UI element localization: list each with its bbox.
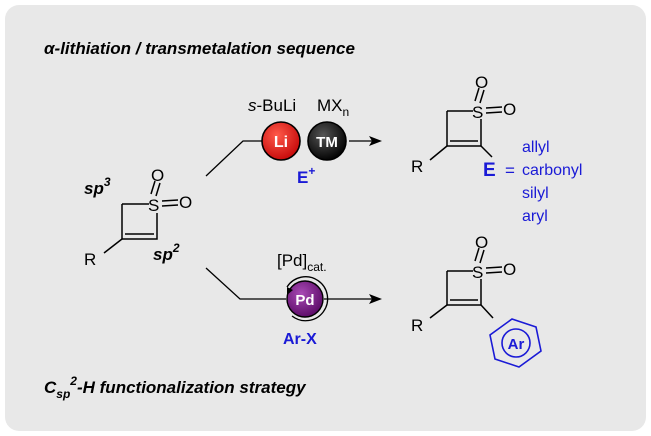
start-o-atom-right: O — [179, 193, 192, 212]
product-bottom: S O O R Ar — [411, 233, 542, 368]
pbot-o-atom-top: O — [475, 233, 488, 252]
sp3-sup: 3 — [104, 175, 111, 189]
sbuli-label: s-BuLi — [248, 96, 296, 115]
heading-bottom-c: C — [44, 378, 57, 397]
heading-top-text: -lithiation / transmetalation sequence — [55, 39, 355, 58]
top-branch-line — [205, 140, 262, 177]
start-s-atom: S — [148, 196, 159, 215]
ptop-so-bonds — [474, 87, 503, 114]
product-top: S O O R E = allyl carbonyl silyl aryl — [411, 73, 582, 225]
bottom-pathway: [Pd]cat. Pd Ar-X — [205, 251, 382, 348]
ptop-o-atom-top: O — [475, 73, 488, 92]
sp2-main: sp — [153, 245, 173, 264]
ptop-e-label: E — [483, 160, 496, 181]
ptop-ring — [446, 111, 482, 147]
ptop-equals: = — [505, 161, 515, 180]
catalyst-label: [Pd]cat. — [277, 251, 327, 274]
heading-bottom-sup: 2 — [69, 374, 77, 388]
catalyst-sub: cat. — [307, 260, 326, 274]
option-silyl: silyl — [522, 185, 549, 202]
aryl-ring: Ar — [489, 318, 542, 368]
ptop-s-atom: S — [472, 103, 483, 122]
alpha-symbol: α — [44, 39, 56, 58]
pbot-o-atom-right: O — [503, 260, 516, 279]
sbuli-italic: s — [248, 96, 257, 115]
aryl-label: Ar — [508, 336, 525, 353]
option-allyl: allyl — [522, 139, 550, 156]
heading-bottom-text: -H functionalization strategy — [77, 378, 307, 397]
pbot-r-bond — [429, 304, 448, 319]
cycle-arrow-head — [287, 287, 293, 295]
mxn-main: MX — [317, 96, 343, 115]
mxn-sub: n — [343, 105, 350, 119]
tm-badge: TM — [307, 121, 347, 161]
bottom-arrow-head — [369, 294, 382, 304]
top-arrow-head — [369, 136, 382, 146]
li-text: Li — [274, 134, 288, 151]
catalytic-cycle-arc — [286, 276, 329, 322]
bottom-branch-line — [205, 267, 286, 300]
pd-text: Pd — [295, 292, 314, 309]
pd-badge: Pd — [286, 276, 329, 322]
heading-top: α-lithiation / transmetalation sequence — [44, 39, 355, 58]
catalyst-main: [Pd] — [277, 251, 307, 270]
mxn-label: MXn — [317, 96, 349, 119]
start-r-group: R — [84, 250, 96, 269]
option-carbonyl: carbonyl — [522, 162, 582, 179]
electrophile-sup: + — [308, 164, 315, 178]
heading-bottom: Csp2-H functionalization strategy — [44, 374, 307, 401]
start-ring-bonds — [121, 204, 158, 240]
li-badge: Li — [261, 121, 301, 161]
ptop-o-atom-right: O — [503, 100, 516, 119]
label-sp2: sp2 — [153, 241, 180, 264]
scheme-panel — [5, 5, 646, 431]
pbot-r-group: R — [411, 316, 423, 335]
aryl-hexagon — [489, 318, 542, 368]
arx-label: Ar-X — [283, 331, 317, 348]
ptop-r-group: R — [411, 157, 423, 176]
pbot-s-atom: S — [472, 263, 483, 282]
tm-circle — [307, 121, 347, 161]
start-o-atom-top: O — [151, 166, 164, 185]
label-sp3: sp3 — [84, 175, 111, 198]
start-so-bonds — [150, 180, 179, 207]
electrophile-main: E — [297, 168, 308, 187]
pbot-aryl-bond — [480, 304, 494, 319]
starting-material: S O O R sp3 sp2 — [84, 166, 192, 269]
sp2-sup: 2 — [172, 241, 180, 255]
ptop-r-bond — [429, 145, 448, 161]
pbot-ring — [446, 271, 482, 306]
li-circle — [261, 121, 301, 161]
top-pathway: s-BuLi MXn Li TM E+ — [205, 96, 382, 187]
tm-text: TM — [316, 134, 338, 151]
option-aryl: aryl — [522, 208, 548, 225]
pd-circle — [286, 280, 324, 318]
sbuli-rest: -BuLi — [257, 96, 297, 115]
ptop-e-bond — [480, 145, 493, 158]
electrophile-label: E+ — [297, 164, 315, 187]
aryl-inner-circle — [501, 328, 531, 358]
heading-bottom-sub: sp — [56, 387, 70, 401]
pbot-so-bonds — [474, 247, 503, 274]
sp3-main: sp — [84, 179, 104, 198]
start-r-bond — [103, 238, 123, 254]
